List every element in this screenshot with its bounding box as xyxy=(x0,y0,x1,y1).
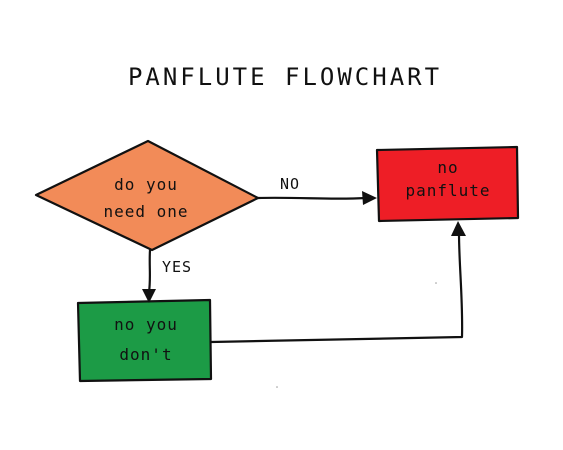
no-panflute-node: no panflute xyxy=(375,145,520,223)
edge-back-arrowhead xyxy=(451,221,466,236)
decision-node: do you need one xyxy=(34,139,260,252)
edge-yes: YES xyxy=(142,248,192,303)
decision-label-line-1: do you xyxy=(114,175,178,194)
edge-back xyxy=(209,221,466,344)
no-panflute-label-line-2: panflute xyxy=(405,181,490,200)
edge-yes-arrowhead xyxy=(142,289,156,303)
edge-no-label: NO xyxy=(280,175,300,193)
no-panflute-label-line-1: no xyxy=(437,158,458,177)
edge-yes-label: YES xyxy=(162,258,192,276)
no-you-dont-box xyxy=(76,298,213,383)
no-you-dont-label-line-2: don't xyxy=(119,345,172,364)
stray-dot xyxy=(276,386,278,388)
decision-label-line-2: need one xyxy=(103,202,188,221)
edge-back-line xyxy=(209,231,464,344)
stray-dot xyxy=(435,282,437,284)
edge-no-line xyxy=(256,196,368,200)
no-you-dont-label-line-1: no you xyxy=(114,315,178,334)
edge-yes-line xyxy=(147,248,152,294)
decision-diamond xyxy=(34,139,260,252)
diagram-title: PANFLUTE FLOWCHART xyxy=(128,63,442,91)
no-you-dont-node: no you don't xyxy=(76,298,213,383)
no-panflute-box xyxy=(375,145,520,223)
edge-no: NO xyxy=(256,175,377,205)
edge-no-arrowhead xyxy=(362,191,377,205)
